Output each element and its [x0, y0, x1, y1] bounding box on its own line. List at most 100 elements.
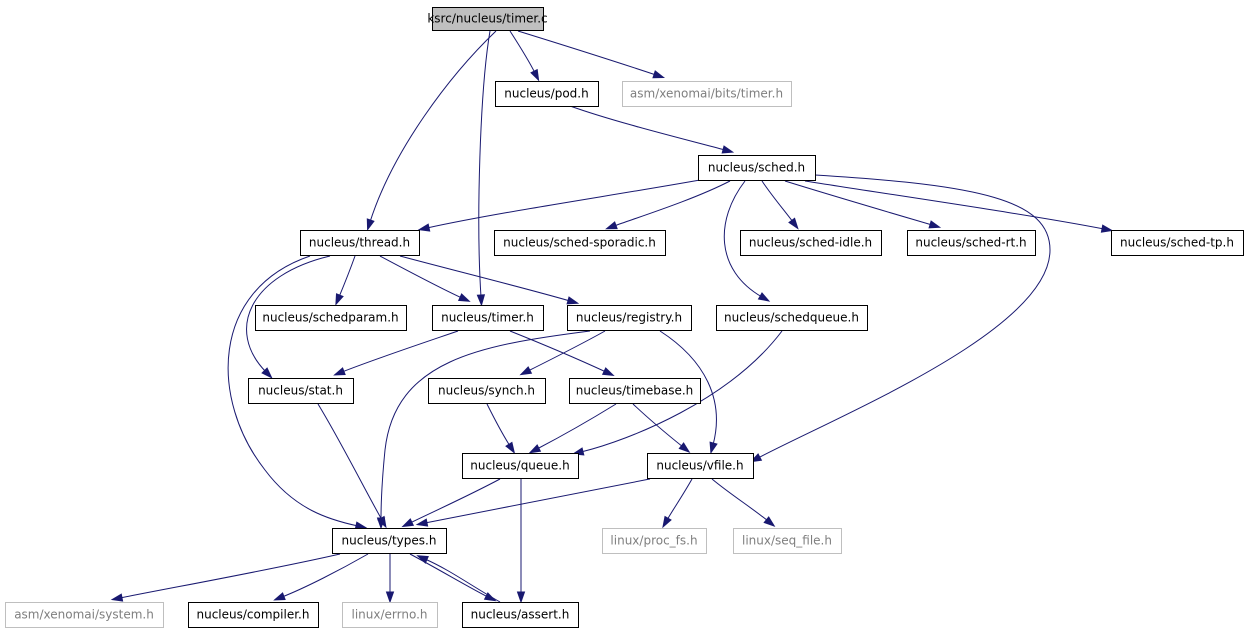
- node-compiler-h[interactable]: nucleus/compiler.h: [188, 602, 319, 628]
- node-schedparam-h[interactable]: nucleus/schedparam.h: [255, 305, 407, 331]
- node-label: nucleus/compiler.h: [197, 608, 310, 622]
- node-box: [342, 602, 438, 628]
- edge-line: [536, 403, 617, 450]
- edge-vfile-h-to-proc-fs-h: [662, 478, 693, 529]
- edge-line: [409, 478, 501, 524]
- edge-line: [246, 255, 331, 373]
- node-box[interactable]: [432, 7, 544, 31]
- edge-pod-h-to-sched-h: [569, 105, 735, 154]
- node-box[interactable]: [716, 305, 868, 331]
- edge-line: [317, 403, 383, 521]
- edge-queue-h-to-assert-h: [516, 478, 526, 604]
- arrowhead: [763, 516, 776, 527]
- node-sched-sporadic-h[interactable]: nucleus/sched-sporadic.h: [494, 230, 666, 256]
- edge-line: [517, 30, 657, 76]
- node-box[interactable]: [462, 453, 579, 479]
- arrowhead: [385, 591, 395, 604]
- arrowhead: [788, 217, 799, 230]
- node-sched-h[interactable]: nucleus/sched.h: [698, 155, 816, 181]
- arrowhead: [566, 296, 580, 305]
- node-label: asm/xenomai/bits/timer.h: [630, 87, 783, 101]
- node-thread-h[interactable]: nucleus/thread.h: [300, 230, 420, 256]
- node-assert-h[interactable]: nucleus/assert.h: [462, 602, 579, 628]
- edge-line: [409, 553, 489, 598]
- node-box[interactable]: [255, 305, 407, 331]
- edge-timer-c-to-thread-h: [366, 30, 497, 232]
- node-label: nucleus/assert.h: [471, 608, 570, 622]
- edge-line: [723, 180, 763, 298]
- node-schedqueue-h[interactable]: nucleus/schedqueue.h: [716, 305, 868, 331]
- node-label: nucleus/queue.h: [470, 459, 569, 473]
- node-timebase-h[interactable]: nucleus/timebase.h: [569, 378, 701, 404]
- arrowhead: [354, 521, 368, 530]
- arrowhead: [757, 292, 771, 302]
- edge-timebase-h-to-vfile-h: [632, 403, 691, 453]
- edge-line: [509, 330, 607, 373]
- node-box[interactable]: [907, 230, 1036, 256]
- node-synch-h[interactable]: nucleus/synch.h: [428, 378, 546, 404]
- edge-timer-h-to-timebase-h: [509, 330, 615, 377]
- node-box[interactable]: [495, 81, 599, 107]
- node-box[interactable]: [432, 305, 544, 331]
- edge-line: [711, 478, 769, 522]
- edge-line: [486, 403, 511, 447]
- node-box[interactable]: [494, 230, 666, 256]
- node-label: nucleus/thread.h: [309, 236, 410, 250]
- edge-vfile-h-to-types-h: [415, 478, 651, 527]
- edge-thread-h-to-stat-h: [246, 255, 331, 379]
- edge-line: [379, 255, 463, 299]
- arrowhead: [1100, 224, 1114, 233]
- node-label: nucleus/pod.h: [504, 87, 588, 101]
- node-vfile-h[interactable]: nucleus/vfile.h: [647, 453, 754, 479]
- node-label: ksrc/nucleus/timer.c: [427, 12, 547, 26]
- edge-line: [580, 330, 783, 453]
- node-box[interactable]: [300, 230, 420, 256]
- arrowhead: [416, 555, 429, 564]
- node-box[interactable]: [569, 378, 701, 404]
- node-stat-h[interactable]: nucleus/stat.h: [248, 378, 354, 404]
- node-sched-rt-h[interactable]: nucleus/sched-rt.h: [907, 230, 1036, 256]
- arrowhead: [476, 294, 486, 307]
- edge-timebase-h-to-queue-h: [528, 403, 617, 454]
- edge-stat-h-to-types-h: [317, 403, 387, 529]
- node-sched-idle-h[interactable]: nucleus/sched-idle.h: [740, 230, 882, 256]
- arrowhead: [110, 593, 124, 602]
- edge-line: [424, 478, 651, 524]
- node-box[interactable]: [698, 155, 816, 181]
- node-label: nucleus/sched-tp.h: [1120, 236, 1234, 250]
- node-registry-h[interactable]: nucleus/registry.h: [567, 305, 692, 331]
- node-box[interactable]: [188, 602, 319, 628]
- arrowhead: [505, 441, 516, 454]
- edge-line: [399, 255, 571, 302]
- node-types-h[interactable]: nucleus/types.h: [332, 528, 447, 554]
- edge-vfile-h-to-seq-file-h: [711, 478, 776, 527]
- edge-sched-h-to-sched-rt-h: [784, 180, 942, 229]
- node-queue-h[interactable]: nucleus/queue.h: [462, 453, 579, 479]
- node-box: [5, 602, 164, 628]
- node-box: [622, 81, 792, 107]
- edge-line: [632, 403, 684, 448]
- node-box[interactable]: [740, 230, 882, 256]
- node-pod-h[interactable]: nucleus/pod.h: [495, 81, 599, 107]
- edge-assert-h-to-types-h: [416, 555, 501, 603]
- arrowhead: [928, 220, 942, 229]
- node-box[interactable]: [567, 305, 692, 331]
- node-sched-tp-h[interactable]: nucleus/sched-tp.h: [1111, 230, 1244, 256]
- node-timer-h[interactable]: nucleus/timer.h: [432, 305, 544, 331]
- edge-line: [527, 330, 606, 372]
- node-box[interactable]: [248, 378, 354, 404]
- edge-timer-h-to-stat-h: [333, 330, 459, 376]
- edge-line: [666, 478, 693, 521]
- node-timer-c[interactable]: ksrc/nucleus/timer.c: [427, 7, 548, 31]
- edge-types-h-to-system-h: [110, 553, 341, 602]
- node-label: nucleus/schedqueue.h: [724, 311, 859, 325]
- arrowhead: [528, 444, 542, 454]
- node-box[interactable]: [332, 528, 447, 554]
- node-box[interactable]: [462, 602, 579, 628]
- node-box[interactable]: [647, 453, 754, 479]
- edge-line: [804, 180, 1105, 230]
- node-box[interactable]: [1111, 230, 1244, 256]
- edge-line: [426, 179, 701, 229]
- node-box[interactable]: [428, 378, 546, 404]
